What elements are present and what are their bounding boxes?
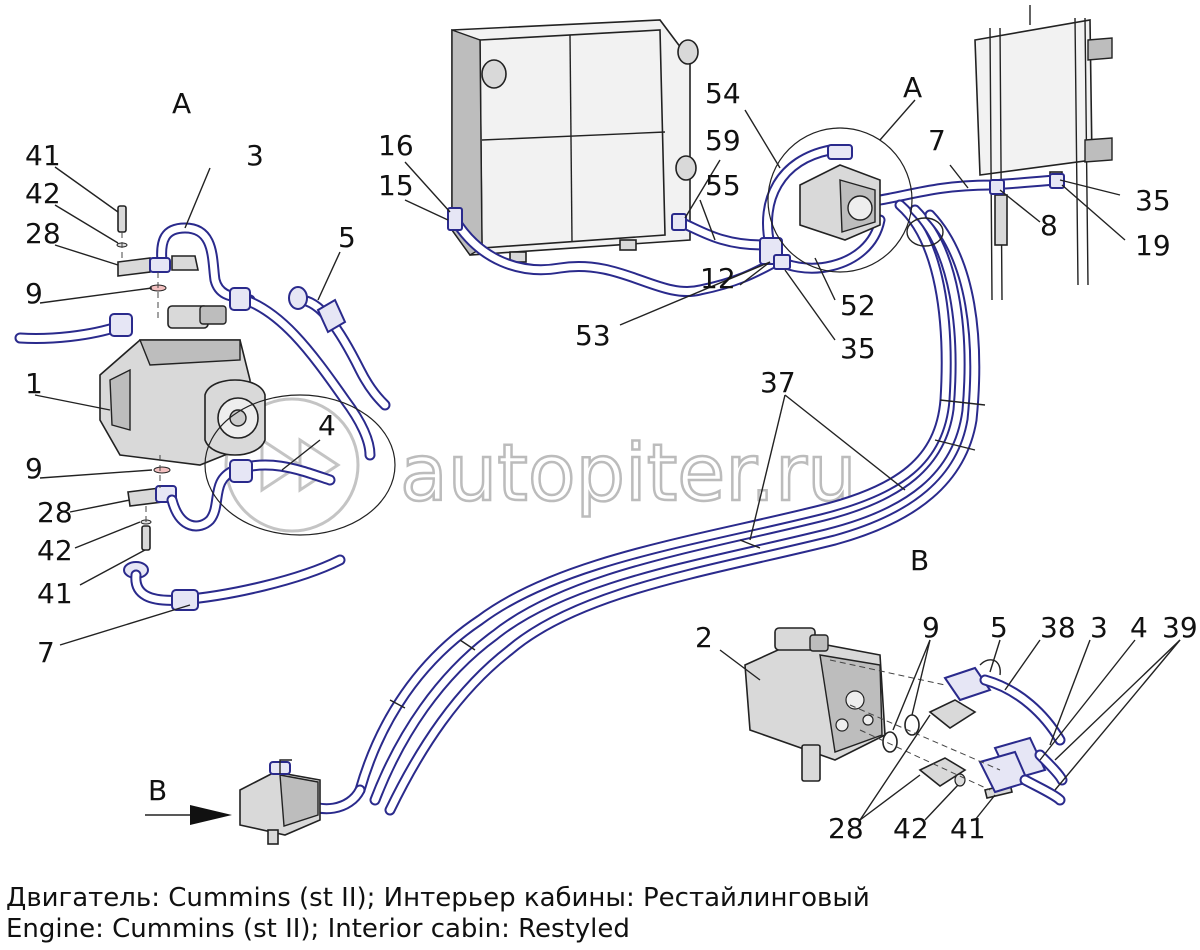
label-28-top: 28 <box>25 217 61 250</box>
label-2: 2 <box>695 621 713 654</box>
pump-a-exploded <box>14 205 396 611</box>
label-12: 12 <box>700 262 736 295</box>
label-9-bottom: 9 <box>25 452 43 485</box>
leader-lines <box>34 99 1181 821</box>
label-3-b: 3 <box>1090 611 1108 644</box>
label-5-left: 5 <box>338 221 356 254</box>
watermark-text: autopiter.ru <box>400 429 857 519</box>
label-54: 54 <box>705 77 741 110</box>
view-label-a-left: A <box>172 87 191 120</box>
label-42-top: 42 <box>25 177 61 210</box>
label-19: 19 <box>1135 229 1171 262</box>
view-label-b-arrow: B <box>148 774 167 807</box>
caption-russian: Двигатель: Cummins (st II); Интерьер каб… <box>6 883 870 913</box>
label-38: 38 <box>1040 611 1076 644</box>
label-35-right: 35 <box>1135 184 1171 217</box>
view-label-a-circle: A <box>903 71 922 104</box>
radiator <box>451 19 699 263</box>
label-4-left: 4 <box>318 409 336 442</box>
view-b-arrow <box>145 805 232 825</box>
label-55: 55 <box>705 169 741 202</box>
label-41-b: 41 <box>950 812 986 845</box>
label-52: 52 <box>840 289 876 322</box>
hoses <box>294 144 1061 816</box>
tee-fitting <box>447 173 1065 270</box>
label-37: 37 <box>760 366 796 399</box>
label-1: 1 <box>25 367 43 400</box>
label-41-top: 41 <box>25 139 61 172</box>
view-label-b-top: B <box>910 544 929 577</box>
label-53: 53 <box>575 319 611 352</box>
label-5-b: 5 <box>990 611 1008 644</box>
label-28-bottom: 28 <box>37 496 73 529</box>
caption-english: Engine: Cummins (st II); Interior cabin:… <box>6 914 630 944</box>
label-8: 8 <box>1040 209 1058 242</box>
label-15: 15 <box>378 169 414 202</box>
pump-b-installed <box>239 759 321 845</box>
label-16: 16 <box>378 129 414 162</box>
label-7-right: 7 <box>928 124 946 157</box>
label-3-left: 3 <box>246 139 264 172</box>
watermark: autopiter.ru <box>224 397 858 533</box>
label-7-left: 7 <box>37 636 55 669</box>
label-4-b: 4 <box>1130 611 1148 644</box>
pump-a-installed <box>767 127 913 273</box>
label-42-b: 42 <box>893 812 929 845</box>
label-39: 39 <box>1162 611 1198 644</box>
tank-frame <box>974 5 1113 301</box>
label-9-b: 9 <box>922 611 940 644</box>
label-42-bottom: 42 <box>37 534 73 567</box>
label-9-top: 9 <box>25 277 43 310</box>
pump-b-exploded <box>744 627 1068 806</box>
label-41-bottom: 41 <box>37 577 73 610</box>
label-28-b: 28 <box>828 812 864 845</box>
label-35-middle: 35 <box>840 332 876 365</box>
label-59: 59 <box>705 124 741 157</box>
